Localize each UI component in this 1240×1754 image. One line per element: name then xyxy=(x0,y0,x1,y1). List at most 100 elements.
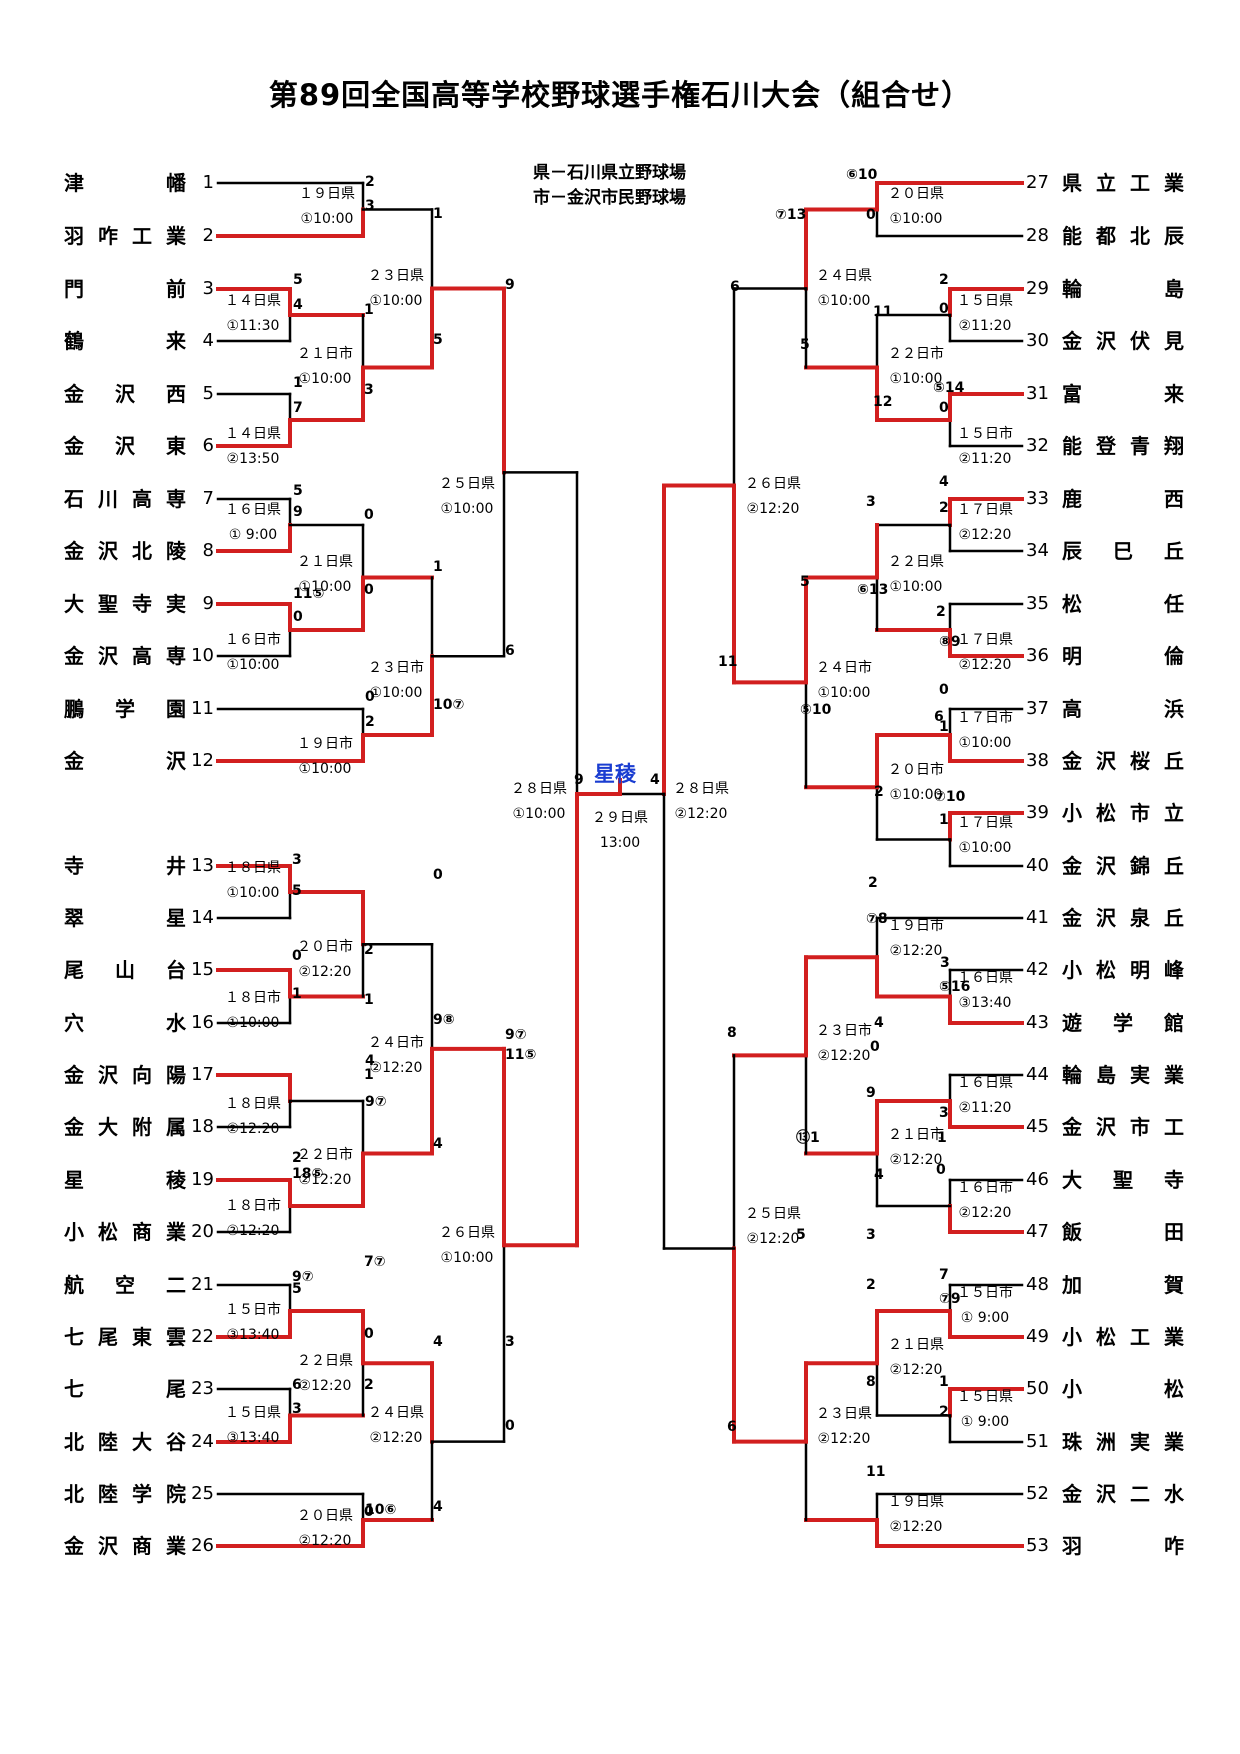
match-score: ⑦8 xyxy=(866,911,888,927)
team-name: 星稜 xyxy=(64,1168,186,1192)
match-time: ②13:50 xyxy=(226,451,280,467)
match-score: 1 xyxy=(939,812,949,828)
match-date-venue: １７日市 xyxy=(957,710,1013,726)
match-score: 0 xyxy=(292,948,302,964)
match-score: 6 xyxy=(934,709,944,725)
match-score: 2 xyxy=(868,875,878,891)
match-time: ①10:00 xyxy=(298,371,352,387)
match-score: 9⑧ xyxy=(433,1012,455,1028)
match-score: 0 xyxy=(364,582,374,598)
match-score: 1 xyxy=(292,986,302,1002)
match-time: ①10:00 xyxy=(889,371,943,387)
team-number: 18 xyxy=(191,1116,214,1137)
team-number: 53 xyxy=(1026,1535,1049,1556)
team-name: 金沢商業 xyxy=(64,1534,186,1558)
match-time: ①10:00 xyxy=(889,211,943,227)
team-number: 34 xyxy=(1026,540,1049,561)
team-number: 47 xyxy=(1026,1221,1049,1242)
match-time: ①10:00 xyxy=(817,293,871,309)
match-score: 2 xyxy=(866,1277,876,1293)
team-number: 15 xyxy=(191,959,214,980)
match-score: 5 xyxy=(433,332,443,348)
match-date-venue: １６日市 xyxy=(957,1180,1013,1196)
team-name: 遊学館 xyxy=(1062,1011,1184,1035)
match-time: ②12:20 xyxy=(226,1121,280,1137)
match-time: ②12:20 xyxy=(889,1519,943,1535)
match-time: ①10:00 xyxy=(298,761,352,777)
match-time: ③13:40 xyxy=(226,1327,280,1343)
team-number: 40 xyxy=(1026,855,1049,876)
match-time: ① 9:00 xyxy=(228,527,278,543)
team-number: 25 xyxy=(191,1483,214,1504)
team-name: 大聖寺 xyxy=(1062,1168,1184,1192)
match-score: 2 xyxy=(939,500,949,516)
match-time: ②12:20 xyxy=(369,1060,423,1076)
match-score: 3 xyxy=(292,1401,302,1417)
match-score: ⑥10 xyxy=(846,167,878,183)
team-number: 30 xyxy=(1026,330,1049,351)
team-number: 44 xyxy=(1026,1064,1049,1085)
match-score: 2 xyxy=(939,272,949,288)
champion-name: 星稜 xyxy=(594,762,636,786)
team-name: 小松工業 xyxy=(1062,1325,1184,1349)
team-number: 16 xyxy=(191,1012,214,1033)
match-date-venue: ２４日市 xyxy=(368,1035,424,1051)
team-name: 金沢泉丘 xyxy=(1062,906,1184,930)
team-name: 穴水 xyxy=(64,1011,186,1035)
team-name: 金沢錦丘 xyxy=(1062,854,1184,878)
match-score: 4 xyxy=(874,1167,884,1183)
match-score: ⑥13 xyxy=(857,582,889,598)
match-score: 11⑤ xyxy=(505,1047,537,1063)
team-name: 能登青翔 xyxy=(1062,434,1184,458)
match-date-venue: ２２日市 xyxy=(888,346,944,362)
match-date-venue: １４日県 xyxy=(225,426,281,442)
match-date-venue: ２３日県 xyxy=(816,1406,872,1422)
match-date-venue: ２６日県 xyxy=(439,1225,495,1241)
match-score: 3 xyxy=(866,494,876,510)
match-date-venue: １５日市 xyxy=(225,1302,281,1318)
match-time: ①10:00 xyxy=(226,1015,280,1031)
match-score: 0 xyxy=(939,682,949,698)
team-number: 42 xyxy=(1026,959,1049,980)
team-name: 小松明峰 xyxy=(1062,958,1184,982)
match-score: ⑧9 xyxy=(939,634,961,650)
match-score: 1 xyxy=(364,1067,374,1083)
match-score: 11⑤ xyxy=(293,586,325,602)
match-score: 3 xyxy=(365,198,375,214)
match-score: 1 xyxy=(293,375,303,391)
match-time: ① 9:00 xyxy=(960,1414,1010,1430)
team-number: 13 xyxy=(191,855,214,876)
team-name: 珠洲実業 xyxy=(1062,1430,1184,1454)
match-score: 3 xyxy=(364,382,374,398)
team-name: 金沢二水 xyxy=(1062,1482,1184,1506)
match-time: ① 9:00 xyxy=(960,1310,1010,1326)
match-time: ①11:30 xyxy=(226,318,280,334)
match-time: ②12:20 xyxy=(298,1533,352,1549)
match-time: ②12:20 xyxy=(298,1378,352,1394)
team-name: 鶴来 xyxy=(64,329,186,353)
match-score: 2 xyxy=(936,604,946,620)
team-number: 10 xyxy=(191,645,214,666)
match-date-venue: １６日県 xyxy=(957,1075,1013,1091)
match-time: ②12:20 xyxy=(889,1362,943,1378)
team-number: 3 xyxy=(202,278,214,299)
match-score: 0 xyxy=(293,609,303,625)
match-score: 7 xyxy=(293,400,303,416)
match-date-venue: ２１日県 xyxy=(888,1337,944,1353)
team-number: 8 xyxy=(202,540,214,561)
match-score: 0 xyxy=(870,1039,880,1055)
match-score: 9⑦ xyxy=(292,1269,314,1285)
team-name: 高浜 xyxy=(1062,697,1184,721)
team-number: 52 xyxy=(1026,1483,1049,1504)
match-score: 7 xyxy=(939,1267,949,1283)
team-name: 羽咋工業 xyxy=(64,224,186,248)
team-name: 七尾 xyxy=(64,1377,186,1401)
match-score: 5 xyxy=(292,883,302,899)
